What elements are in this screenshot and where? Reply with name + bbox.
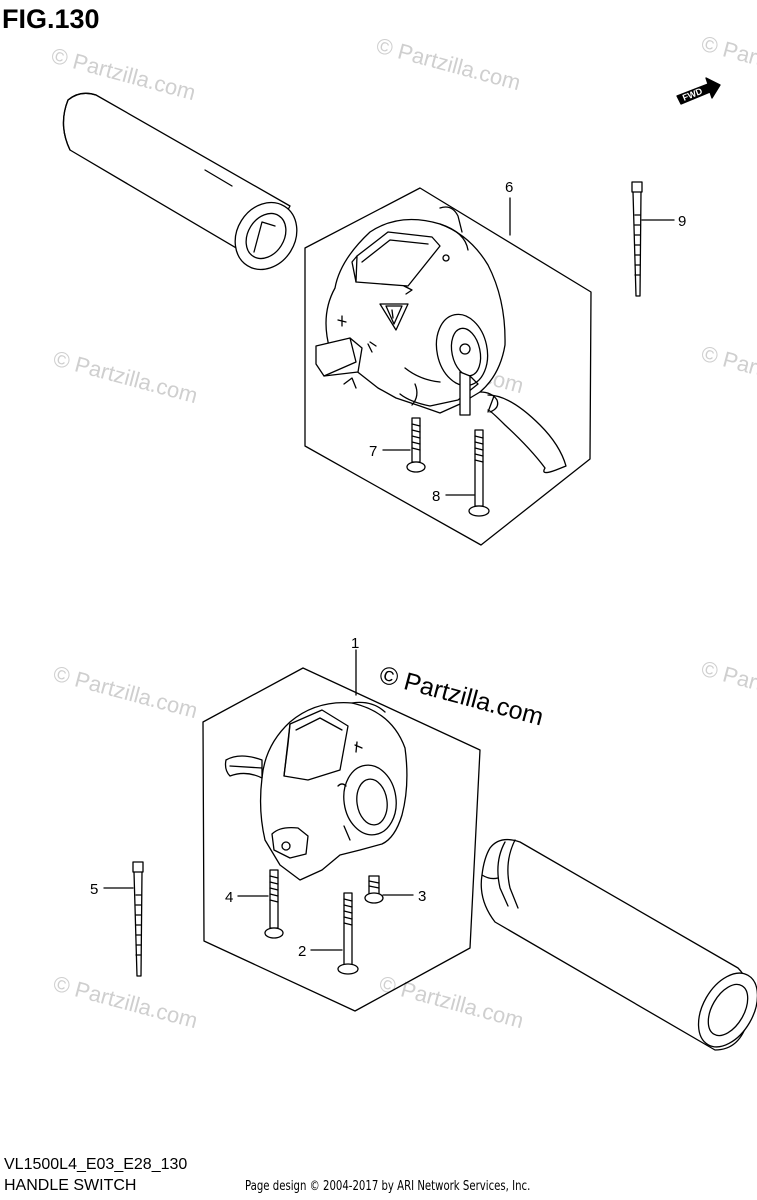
fwd-label: FWD	[681, 86, 704, 103]
page-credit: Page design © 2004-2017 by ARI Network S…	[245, 1179, 531, 1194]
callout-3: 3	[418, 888, 426, 905]
watermark-text: © Partzilla.com	[374, 33, 524, 96]
watermark-text: © Partzilla.com	[699, 341, 757, 404]
callout-5: 5	[90, 881, 98, 898]
lower-switch-box	[202, 667, 481, 1012]
upper-switch-box	[304, 187, 592, 546]
callout-1: 1	[351, 635, 359, 652]
cable-tie-9	[631, 181, 643, 297]
screw-3	[364, 875, 384, 904]
lower-handle-switch	[224, 701, 408, 881]
watermark-text: © Partzilla.com	[51, 971, 201, 1034]
section-name: HANDLE SWITCH	[4, 1177, 137, 1194]
watermark-text: © Partzilla.com	[699, 656, 757, 719]
screw-4	[264, 869, 284, 939]
figure-title: FIG.130	[2, 4, 100, 34]
callout-7: 7	[369, 443, 377, 460]
left-grip	[62, 92, 298, 271]
model-code: VL1500L4_E03_E28_130	[4, 1156, 188, 1173]
watermark-text: © Partzilla.com	[51, 346, 201, 409]
callout-9: 9	[678, 213, 686, 230]
watermark-text: © Partzilla.com	[49, 43, 199, 106]
watermark-text: © Partzilla.com	[51, 661, 201, 724]
callout-2: 2	[298, 943, 306, 960]
callout-6: 6	[505, 179, 513, 196]
screw-2	[337, 892, 359, 975]
right-grip	[480, 838, 757, 1051]
callout-4: 4	[225, 889, 233, 906]
watermark-text: © Partzilla.com	[377, 971, 527, 1034]
screw-8	[468, 429, 490, 517]
callout-8: 8	[432, 488, 440, 505]
leader-lines	[103, 197, 675, 951]
screw-7	[406, 417, 426, 473]
upper-handle-switch	[315, 206, 567, 474]
cable-tie-5	[132, 861, 144, 977]
watermark-prominent: © Partzilla.com	[376, 661, 546, 732]
fwd-arrow-icon: FWD	[676, 77, 721, 105]
